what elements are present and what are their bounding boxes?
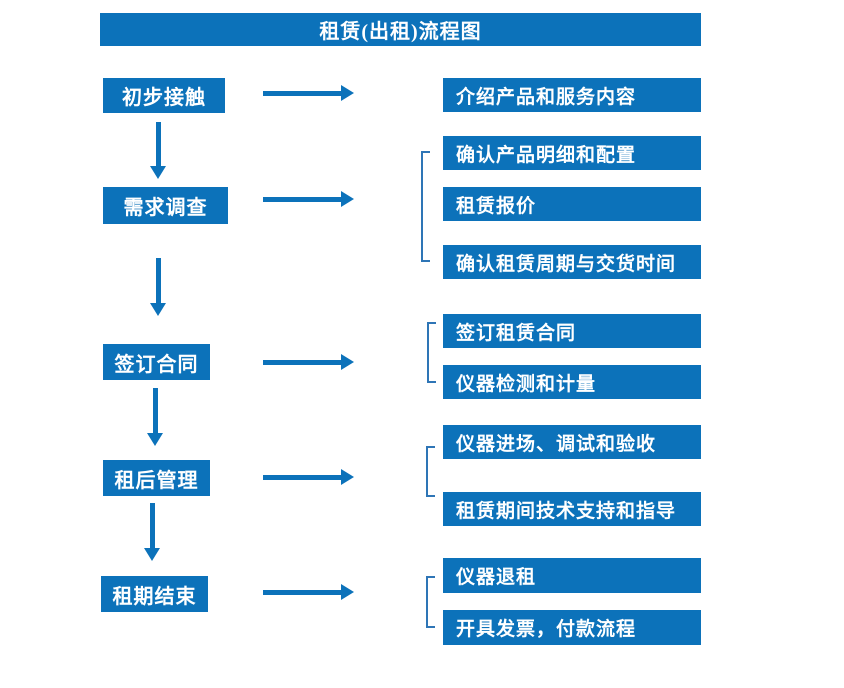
arrow-shaft bbox=[152, 388, 158, 435]
group-bracket-rental-end bbox=[426, 576, 435, 628]
arrow-shaft bbox=[155, 122, 161, 168]
arrow-head bbox=[341, 191, 354, 207]
arrow-down-icon bbox=[150, 258, 166, 316]
arrow-shaft bbox=[149, 503, 155, 550]
output-box-invoice-payment: 开具发票，付款流程 bbox=[443, 610, 701, 645]
diagram-title: 租赁(出租)流程图 bbox=[100, 13, 701, 46]
arrow-shaft bbox=[155, 258, 161, 305]
arrow-head bbox=[341, 85, 354, 101]
arrow-shaft bbox=[263, 196, 341, 202]
arrow-head bbox=[147, 433, 163, 446]
arrow-head bbox=[341, 354, 354, 370]
arrow-down-icon bbox=[144, 503, 160, 561]
group-bracket-sign-contract bbox=[427, 322, 436, 383]
step-box-demand-survey: 需求调查 bbox=[103, 187, 228, 224]
arrow-right-icon bbox=[263, 191, 354, 207]
output-box-instrument-setup-acceptance: 仪器进场、调试和验收 bbox=[443, 425, 701, 459]
arrow-head bbox=[341, 584, 354, 600]
step-box-post-rental-management: 租后管理 bbox=[103, 460, 210, 496]
step-box-rental-end: 租期结束 bbox=[101, 576, 208, 612]
output-box-rental-quote: 租赁报价 bbox=[443, 187, 701, 221]
output-box-sign-rental-contract: 签订租赁合同 bbox=[443, 314, 701, 348]
output-box-introduce-products: 介绍产品和服务内容 bbox=[443, 78, 701, 112]
arrow-head bbox=[341, 469, 354, 485]
arrow-down-icon bbox=[147, 388, 163, 446]
arrow-down-icon bbox=[150, 122, 166, 179]
arrow-shaft bbox=[263, 474, 341, 480]
arrow-shaft bbox=[263, 90, 341, 96]
step-box-sign-contract: 签订合同 bbox=[103, 344, 210, 380]
step-box-initial-contact: 初步接触 bbox=[103, 78, 225, 113]
arrow-right-icon bbox=[263, 469, 354, 485]
arrow-head bbox=[144, 548, 160, 561]
arrow-shaft bbox=[263, 359, 341, 365]
arrow-shaft bbox=[263, 589, 341, 595]
group-bracket-post-rental bbox=[426, 446, 435, 497]
arrow-right-icon bbox=[263, 584, 354, 600]
output-box-instrument-testing: 仪器检测和计量 bbox=[443, 365, 701, 399]
output-box-confirm-period-delivery: 确认租赁周期与交货时间 bbox=[443, 245, 701, 279]
arrow-head bbox=[150, 303, 166, 316]
arrow-head bbox=[150, 166, 166, 179]
arrow-right-icon bbox=[263, 354, 354, 370]
group-bracket-demand-survey bbox=[421, 151, 430, 262]
output-box-technical-support: 租赁期间技术支持和指导 bbox=[443, 492, 701, 526]
output-box-instrument-return: 仪器退租 bbox=[443, 558, 701, 593]
output-box-confirm-details: 确认产品明细和配置 bbox=[443, 136, 701, 170]
arrow-right-icon bbox=[263, 85, 354, 101]
